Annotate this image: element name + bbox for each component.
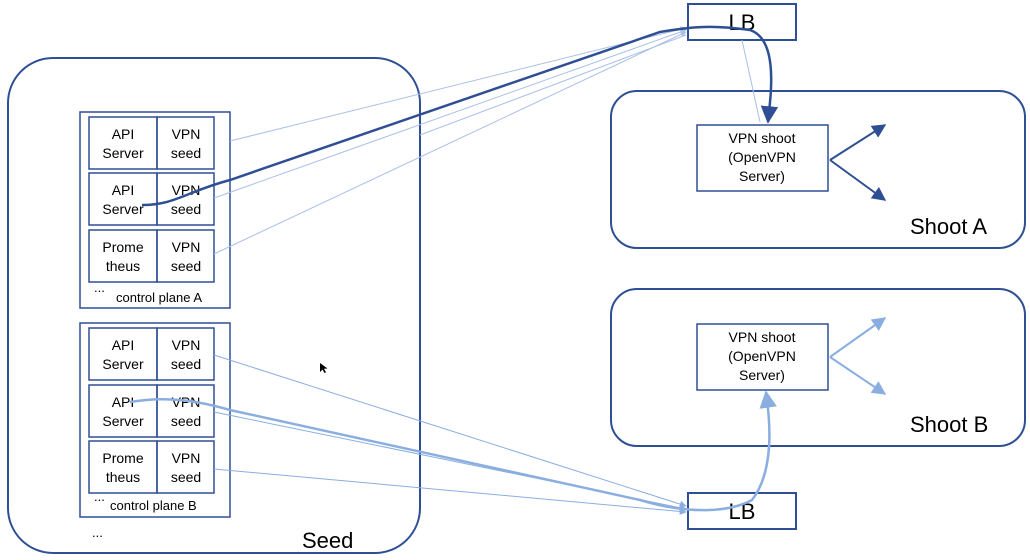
cell-label: Server bbox=[102, 413, 144, 429]
api-server-cell bbox=[88, 116, 158, 170]
control-plane-a-row-1: API Server VPN seed bbox=[88, 116, 215, 170]
shoot-b-vpn-box bbox=[696, 323, 829, 391]
cell-label: VPN bbox=[172, 182, 201, 198]
shoot-a-box bbox=[610, 90, 1026, 249]
control-plane-b-ellipsis: ... bbox=[94, 489, 105, 504]
vpn-shoot-label: Server) bbox=[739, 168, 785, 184]
lb-bottom-label: LB bbox=[729, 499, 756, 524]
cell-label: API bbox=[112, 394, 135, 410]
control-plane-b-row-3: Prome theus VPN seed bbox=[88, 440, 215, 494]
control-plane-b-label: control plane B bbox=[110, 498, 197, 513]
cell-label: seed bbox=[171, 201, 201, 217]
cp-a-connections bbox=[213, 26, 761, 255]
prometheus-cell bbox=[88, 440, 158, 494]
cell-label: seed bbox=[171, 258, 201, 274]
shoot-a-fanout-arrows bbox=[829, 124, 887, 201]
vpn-seed-cell bbox=[156, 116, 215, 170]
shoot-a-vpn-box bbox=[696, 124, 829, 192]
cell-label: Prome bbox=[102, 239, 143, 255]
cell-label: theus bbox=[106, 469, 140, 485]
vpn-seed-cell bbox=[156, 229, 215, 283]
vpn-shoot-label: (OpenVPN bbox=[728, 149, 796, 165]
vpn-seed-cell bbox=[156, 327, 215, 381]
control-plane-a-row-2: API Server VPN seed bbox=[88, 172, 215, 226]
connection-line bbox=[213, 354, 687, 508]
cell-label: API bbox=[112, 182, 135, 198]
control-plane-b-row-1: API Server VPN seed bbox=[88, 327, 215, 381]
control-plane-a-row-3: Prome theus VPN seed bbox=[88, 229, 215, 283]
api-server-b-tunnel-path bbox=[129, 390, 777, 512]
vpn-shoot-label: VPN shoot bbox=[729, 130, 796, 146]
cell-label: VPN bbox=[172, 337, 201, 353]
control-plane-a-ellipsis: ... bbox=[94, 280, 105, 295]
cell-label: API bbox=[112, 126, 135, 142]
cell-label: VPN bbox=[172, 126, 201, 142]
connection-line bbox=[213, 28, 687, 199]
mouse-cursor-icon bbox=[320, 363, 328, 373]
control-plane-a-box bbox=[79, 111, 231, 309]
connection-line bbox=[229, 26, 687, 142]
seed-box bbox=[7, 57, 421, 554]
cell-label: theus bbox=[106, 258, 140, 274]
shoot-b-fanout-arrows bbox=[829, 317, 887, 395]
vpn-shoot-label: VPN shoot bbox=[729, 329, 796, 345]
control-plane-b-row-2: API Server VPN seed bbox=[88, 384, 215, 438]
fanout-arrow bbox=[829, 159, 887, 201]
cell-label: seed bbox=[171, 413, 201, 429]
cell-label: Prome bbox=[102, 450, 143, 466]
lb-bottom-box bbox=[687, 492, 797, 530]
cell-label: VPN bbox=[172, 394, 201, 410]
api-server-cell bbox=[88, 172, 158, 226]
shoot-b-box bbox=[610, 288, 1026, 447]
vpn-shoot-label: (OpenVPN bbox=[728, 348, 796, 364]
cell-label: seed bbox=[171, 356, 201, 372]
cell-label: API bbox=[112, 337, 135, 353]
lb-to-vpn-line bbox=[741, 39, 761, 123]
cell-label: Server bbox=[102, 201, 144, 217]
seed-more-ellipsis: ... bbox=[92, 525, 103, 540]
cell-label: seed bbox=[171, 469, 201, 485]
vpn-seed-cell bbox=[156, 440, 215, 494]
api-server-cell bbox=[88, 327, 158, 381]
cell-label: Server bbox=[102, 356, 144, 372]
control-plane-a-label: control plane A bbox=[116, 290, 202, 305]
control-plane-b-box bbox=[79, 322, 231, 518]
cell-label: Server bbox=[102, 145, 144, 161]
api-server-cell bbox=[88, 384, 158, 438]
vpn-seed-cell bbox=[156, 172, 215, 226]
fanout-arrow bbox=[829, 356, 887, 395]
shoot-a-label: Shoot A bbox=[910, 214, 987, 239]
connection-line bbox=[213, 468, 687, 515]
api-server-a-tunnel-path bbox=[141, 25, 779, 207]
cell-label: VPN bbox=[172, 239, 201, 255]
cell-label: seed bbox=[171, 145, 201, 161]
fanout-arrow bbox=[829, 124, 887, 161]
connection-line bbox=[419, 34, 687, 136]
vpn-shoot-label: Server) bbox=[739, 367, 785, 383]
connection-line bbox=[213, 31, 687, 255]
fanout-arrow bbox=[829, 317, 887, 358]
seed-label: Seed bbox=[302, 528, 353, 553]
cell-label: VPN bbox=[172, 450, 201, 466]
prometheus-cell bbox=[88, 229, 158, 283]
vpn-seed-cell bbox=[156, 384, 215, 438]
shoot-b-label: Shoot B bbox=[910, 412, 988, 437]
